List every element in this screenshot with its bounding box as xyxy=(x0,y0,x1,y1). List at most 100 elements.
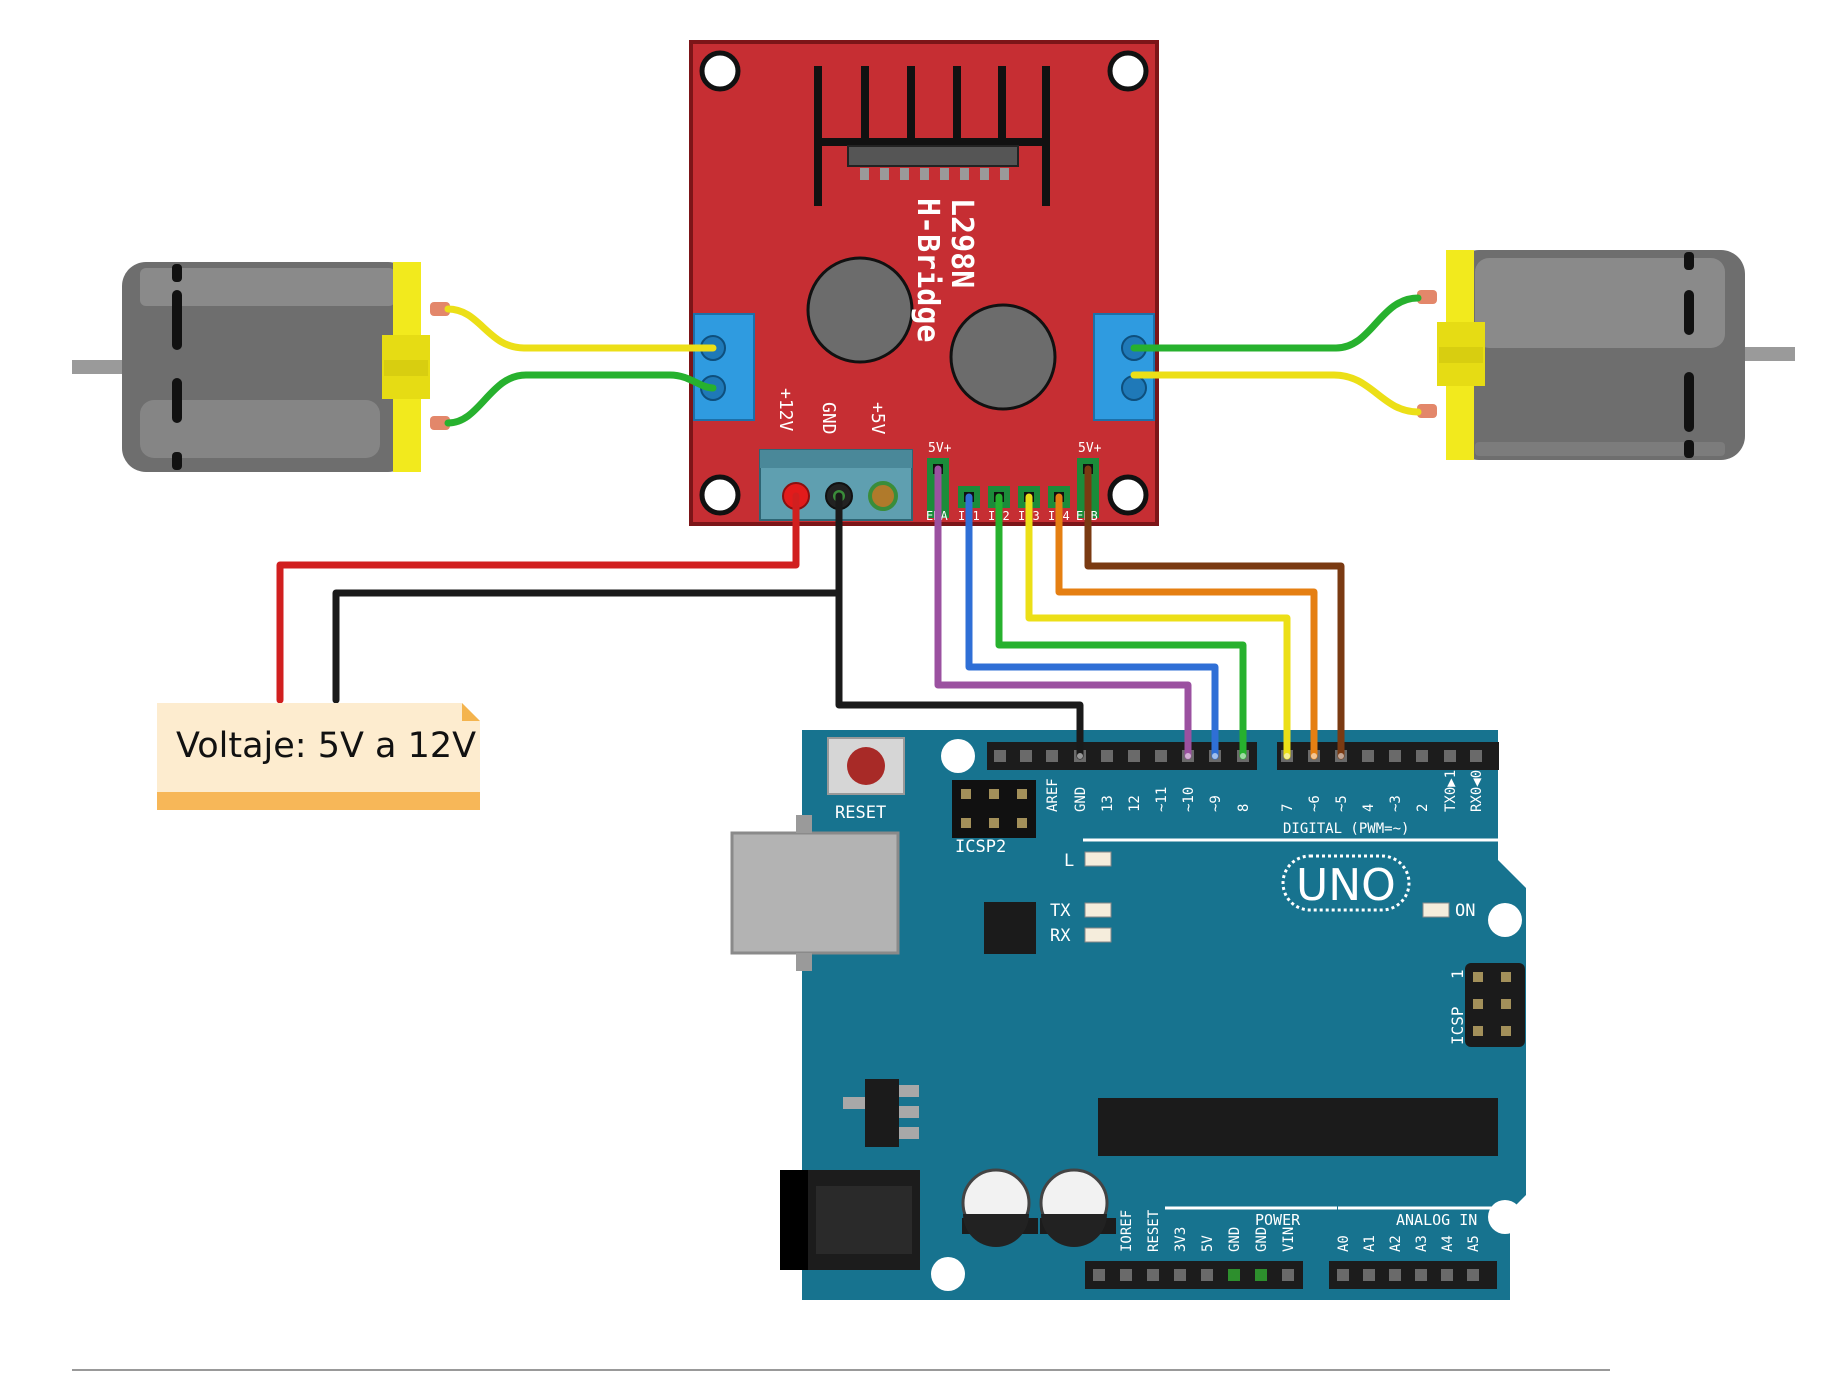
wire-ena-purple xyxy=(934,465,1192,760)
header-pin xyxy=(1415,1269,1427,1281)
header-pin xyxy=(1444,750,1456,762)
digital-pin-label: 4 xyxy=(1361,804,1377,812)
header-pin xyxy=(1128,750,1140,762)
board-title-line2: H-Bridge xyxy=(910,198,945,343)
power-pin-label: 5V xyxy=(1200,1235,1216,1252)
motor-terminal-a xyxy=(693,313,755,421)
motor-terminal-b xyxy=(1093,313,1155,421)
analog-pin-label: A5 xyxy=(1466,1235,1482,1252)
analog-pin-label: A4 xyxy=(1440,1235,1456,1252)
power-pin-label: GND xyxy=(1227,1227,1243,1252)
voltage-note-text: Voltaje: 5V a 12V xyxy=(176,726,476,766)
wire-enb-brown xyxy=(1084,465,1345,760)
power-label-gnd: GND xyxy=(818,402,839,435)
header-pin xyxy=(1363,1269,1375,1281)
digital-pin-label: 12 xyxy=(1127,795,1143,812)
digital-pin-label: ~6 xyxy=(1307,795,1323,812)
header-pin xyxy=(994,750,1006,762)
header-pin xyxy=(1120,1269,1132,1281)
right-motor xyxy=(1417,250,1795,460)
jumper-label-left: 5V+ xyxy=(928,441,952,456)
digital-pin-label: 13 xyxy=(1100,795,1116,812)
heatsink xyxy=(814,66,1050,206)
jumper-label-right: 5V+ xyxy=(1078,441,1102,456)
header-pin xyxy=(1362,750,1374,762)
power-label-12v: +12V xyxy=(775,388,796,432)
digital-pin-label: ~9 xyxy=(1208,795,1224,812)
header-pin xyxy=(1467,1269,1479,1281)
icsp-label: ICSP xyxy=(1448,1006,1467,1045)
arduino-uno: RESET ICSP2 L TX RX ON UNO DIGITAL (PWM=… xyxy=(730,730,1526,1300)
digital-pin-label: ~3 xyxy=(1388,795,1404,812)
wire-in4-orange xyxy=(1055,493,1318,760)
header-pin xyxy=(1147,1269,1159,1281)
wire-left-motor-green xyxy=(444,371,717,427)
digital-label: DIGITAL (PWM=~) xyxy=(1283,821,1409,837)
digital-pin-label: AREF xyxy=(1045,778,1061,812)
digital-pin-label: 8 xyxy=(1236,804,1252,812)
header-pin xyxy=(1389,1269,1401,1281)
analog-header-label: ANALOG IN xyxy=(1396,1211,1477,1229)
header-pin xyxy=(1441,1269,1453,1281)
power-pin-label: RESET xyxy=(1146,1209,1162,1252)
icsp2-label: ICSP2 xyxy=(955,837,1006,857)
analog-pin-label: A0 xyxy=(1336,1235,1352,1252)
header-pin xyxy=(1389,750,1401,762)
digital-pin-label: 2 xyxy=(1415,804,1431,812)
led-rx-label: RX xyxy=(1050,926,1071,946)
led-on-label: ON xyxy=(1455,901,1475,921)
digital-pin-label: TX0▶1 xyxy=(1443,770,1459,812)
led-l-label: L xyxy=(1064,851,1074,871)
usb-port xyxy=(730,831,900,955)
wire-power-red xyxy=(276,492,800,704)
wire-left-motor-yellow xyxy=(444,305,717,352)
board-title-line1: L298N xyxy=(944,198,979,288)
header-pin xyxy=(1416,750,1428,762)
usb-chip xyxy=(984,902,1036,954)
header-pin xyxy=(1101,750,1113,762)
header-pin xyxy=(1174,1269,1186,1281)
header-pin xyxy=(1228,1269,1240,1281)
header-pin xyxy=(1255,1269,1267,1281)
digital-pin-label: ~11 xyxy=(1154,787,1170,812)
wires xyxy=(276,294,1422,760)
capacitors xyxy=(961,1168,1116,1247)
digital-pin-label: GND xyxy=(1073,787,1089,812)
power-header-label: POWER xyxy=(1255,1211,1301,1229)
analog-pin-label: A1 xyxy=(1362,1235,1378,1252)
power-pin-label: 3V3 xyxy=(1173,1227,1189,1252)
power-pin-label: GND xyxy=(1254,1227,1270,1252)
digital-pin-label: ~5 xyxy=(1334,795,1350,812)
digital-pin-label: 7 xyxy=(1280,804,1296,812)
analog-pin-label: A2 xyxy=(1388,1235,1404,1252)
left-motor xyxy=(72,262,450,472)
uno-logo-text: UNO xyxy=(1296,860,1396,911)
wire-power-black xyxy=(332,492,843,704)
led-tx-label: TX xyxy=(1050,901,1071,921)
wire-in2-green xyxy=(995,493,1247,760)
digital-pin-label: RX0◀0 xyxy=(1469,770,1485,812)
digital-pin-label: ~10 xyxy=(1181,787,1197,812)
wire-right-motor-yellow xyxy=(1130,371,1422,416)
header-pin xyxy=(1093,1269,1105,1281)
wire-gnd-to-arduino xyxy=(835,589,1084,760)
wire-in1-blue xyxy=(965,493,1219,760)
wire-in3-yellow xyxy=(1025,493,1291,760)
header-pin xyxy=(1155,750,1167,762)
voltage-note: Voltaje: 5V a 12V xyxy=(157,703,480,810)
l298n-board: L298N H-Bridge +12V GND +5V 5V+ 5V+ xyxy=(689,40,1159,526)
power-header xyxy=(1085,1261,1303,1289)
power-label-5v: +5V xyxy=(867,402,888,435)
header-pin xyxy=(1337,1269,1349,1281)
analog-pin-label: A3 xyxy=(1414,1235,1430,1252)
header-pin xyxy=(1020,750,1032,762)
atmega-chip xyxy=(1098,1098,1498,1156)
power-pin-label: VIN xyxy=(1281,1227,1297,1252)
header-pin xyxy=(1282,1269,1294,1281)
icsp-pin1-label: 1 xyxy=(1448,969,1467,979)
reset-label: RESET xyxy=(835,803,886,823)
header-pin xyxy=(1046,750,1058,762)
header-pin xyxy=(1470,750,1482,762)
power-pin-label: IOREF xyxy=(1119,1210,1135,1252)
